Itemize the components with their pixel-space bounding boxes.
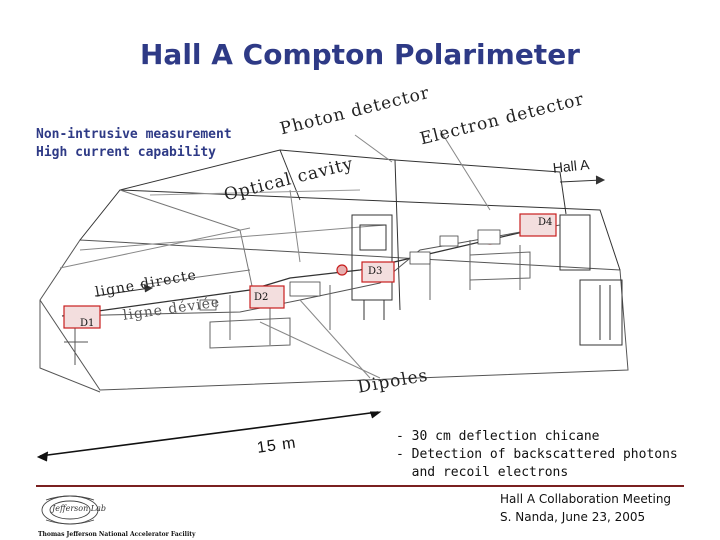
feature-item: High current capability: [36, 145, 217, 160]
dipole-d3-label: D3: [368, 266, 383, 277]
note-line: - Detection of backscattered photons: [396, 447, 678, 462]
lab-name: Thomas Jefferson National Accelerator Fa…: [38, 531, 196, 538]
slide-title: Hall A Compton Polarimeter: [139, 38, 580, 71]
dipole-d4-label: D4: [538, 217, 553, 228]
footer-info: Hall A Collaboration Meeting S. Nanda, J…: [500, 490, 671, 526]
jefferson-lab-logo: [41, 495, 99, 525]
feature-list: Non-intrusive measurement High current c…: [36, 126, 232, 162]
logo-wordmark: Jefferson Lab: [52, 504, 106, 513]
note-line: and recoil electrons: [396, 465, 569, 480]
chicane-notes: - 30 cm deflection chicane - Detection of…: [396, 428, 678, 482]
feature-item: Non-intrusive measurement: [36, 127, 232, 142]
meeting-name: Hall A Collaboration Meeting: [500, 492, 672, 506]
author-date: S. Nanda, June 23, 2005: [500, 510, 646, 524]
dipole-d2-label: D2: [254, 292, 269, 303]
dipole-d1-label: D1: [80, 318, 95, 329]
note-line: - 30 cm deflection chicane: [396, 429, 600, 444]
